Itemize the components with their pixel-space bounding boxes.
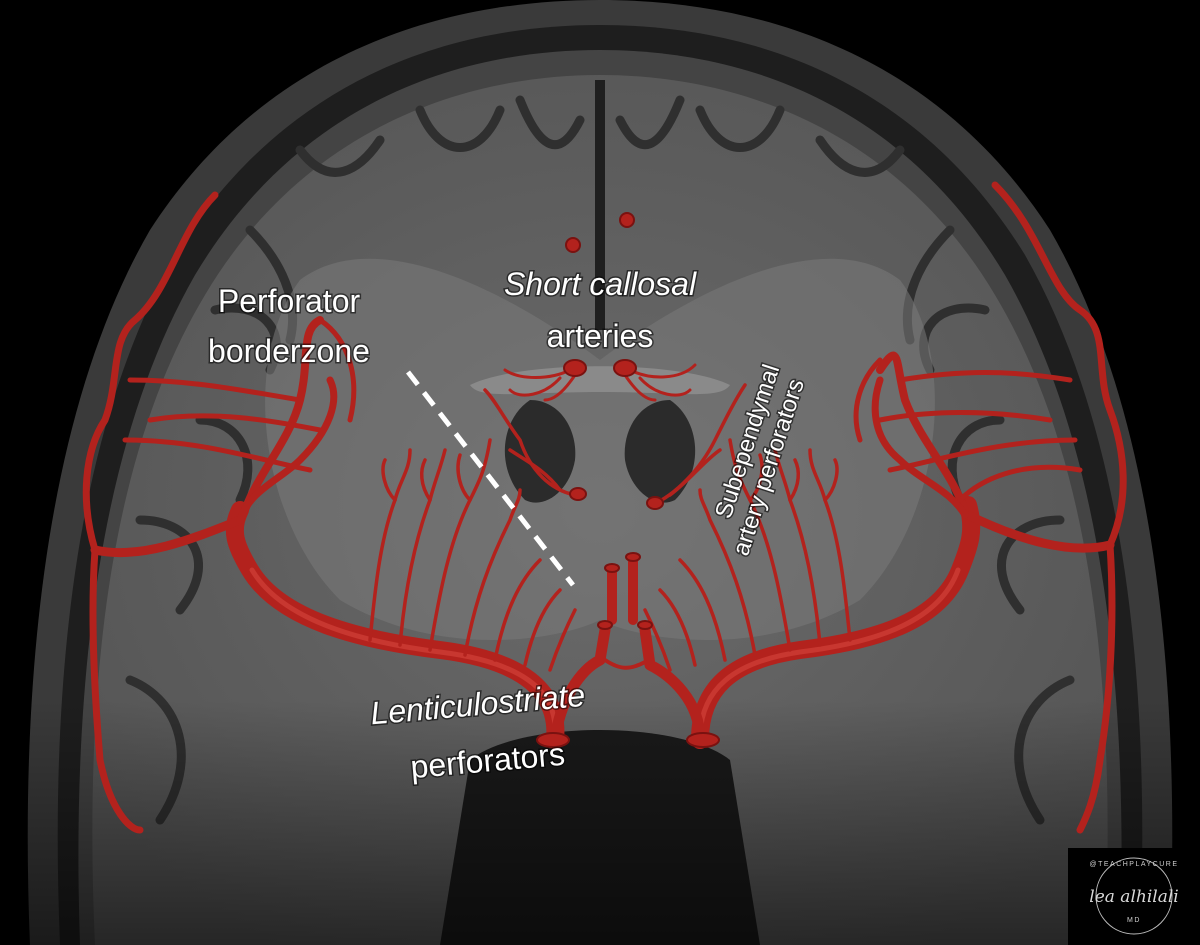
watermark: @TEACHPLAYCURE lea alhilali MD bbox=[1068, 848, 1200, 945]
borderzone-dashed-line bbox=[406, 370, 575, 587]
watermark-handle: @TEACHPLAYCURE bbox=[1089, 861, 1178, 868]
watermark-suffix: MD bbox=[1127, 917, 1141, 924]
perforator-borderzone-label-line2: borderzone bbox=[208, 333, 370, 369]
arteries bbox=[82, 181, 1127, 834]
brain bbox=[0, 75, 1200, 945]
watermark-signature: lea alhilali bbox=[1089, 887, 1178, 907]
short-callosal-label-line2: arteries bbox=[547, 318, 654, 354]
short-callosal-label-line1: Short callosal bbox=[504, 266, 697, 302]
perforator-borderzone-label-line1: Perforator bbox=[218, 283, 361, 319]
